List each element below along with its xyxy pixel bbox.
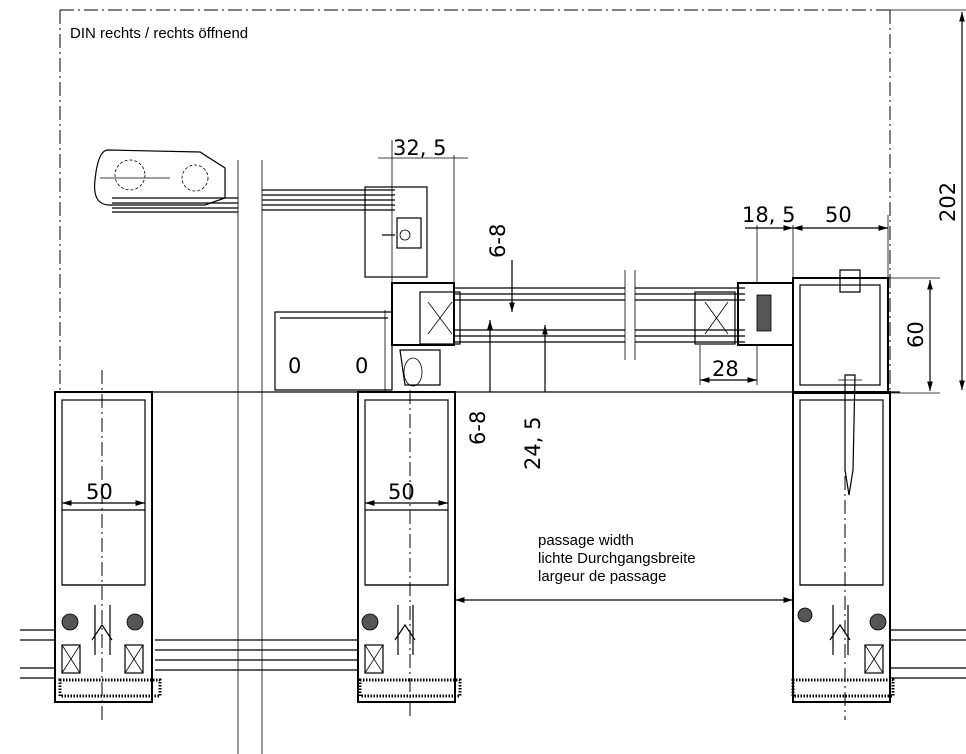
dim-6-8-bottom: 6-8 [466,411,490,445]
mounting-bracket [364,186,428,278]
lower-guide [274,310,441,392]
dim-28: 28 [712,357,739,381]
dimension-lines [61,9,966,603]
dim-32-5: 32, 5 [393,136,446,160]
passage-en-label: passage width [538,532,634,549]
passage-de-label: lichte Durchgangsbreite [538,550,696,567]
dim-18-5: 18, 5 [742,203,795,227]
dim-50-middle: 50 [388,480,415,504]
dim-o-right: 0 [355,354,368,378]
dim-202: 202 [936,182,960,222]
bottom-glazing [20,605,966,679]
hinge-side-note: DIN rechts / rechts öffnend [70,25,248,42]
dim-50-top: 50 [825,203,852,227]
sliding-panel [391,270,794,360]
jamb-right [791,391,895,703]
passage-fr-label: largeur de passage [538,568,666,585]
center-lines [101,160,846,754]
frame-outline [59,9,900,395]
dim-6-8-top: 6-8 [486,224,510,258]
dim-60: 60 [904,321,928,348]
right-post [792,269,889,496]
jamb-middle [357,391,462,703]
jamb-left [54,391,162,703]
dim-24-5: 24, 5 [521,417,545,470]
roller-carriage [93,149,395,213]
dim-o-left: 0 [288,354,301,378]
dim-50-left: 50 [86,480,113,504]
